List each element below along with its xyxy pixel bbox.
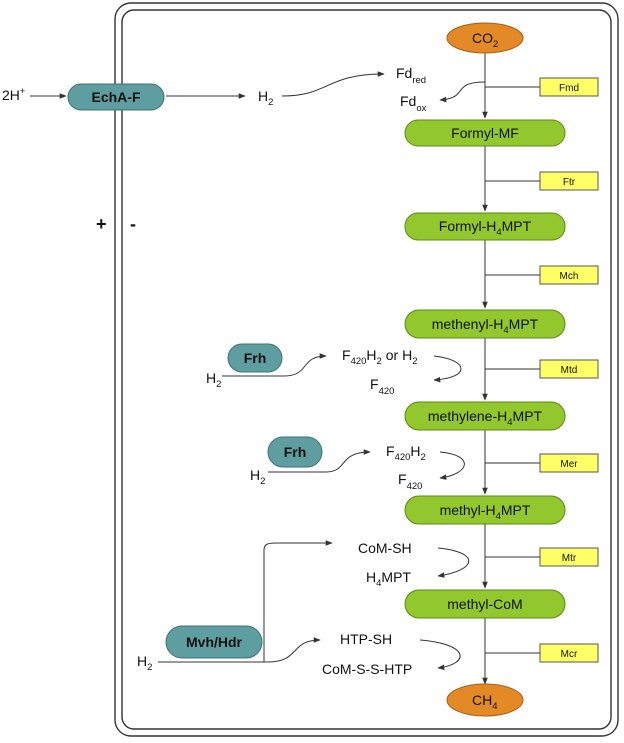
- enzyme-mtd-label: Mtd: [561, 365, 578, 376]
- htp-sh-label: HTP-SH: [340, 631, 392, 647]
- enzyme-mch-box: [539, 265, 599, 285]
- methyl-com-node: [404, 589, 566, 619]
- outside-plus-sign: +: [96, 214, 107, 234]
- enzyme-mtr-label: Mtr: [562, 553, 577, 564]
- formyl-h4mpt-node: [404, 212, 566, 241]
- com-s-s-htp-label: CoM-S-S-HTP: [322, 661, 412, 677]
- mcr-heterodisulfide-curve: [419, 639, 461, 670]
- echa-f-complex: [67, 83, 165, 111]
- enzyme-mcr-box: [539, 643, 599, 663]
- methylene-h4mpt-node: [404, 401, 566, 431]
- frh-2-product-label: F420H2: [386, 443, 426, 463]
- mvh-hdr-label: Mvh/Hdr: [186, 634, 243, 650]
- enzyme-mer-box: [539, 453, 599, 473]
- methenyl-h4mpt-node: [404, 309, 566, 339]
- formyl-mf-node: [404, 119, 566, 147]
- fd-red-label: Fdred: [396, 65, 426, 86]
- enzyme-ftr-label: Ftr: [563, 177, 576, 188]
- fd-ox-label: Fdox: [400, 93, 427, 114]
- fd-reduction-curve: [281, 71, 385, 97]
- enzyme-mer-label: Mer: [560, 459, 578, 470]
- frh-2-h2-label: H2: [250, 467, 265, 487]
- enzyme-fmd-box: [539, 77, 599, 97]
- frh-complex-2: [267, 436, 323, 468]
- frh-2-label: Frh: [284, 444, 307, 460]
- fd-oxidation-curve: [439, 81, 486, 103]
- inside-minus-sign: -: [130, 214, 136, 234]
- ch4-label: CH4: [472, 692, 498, 712]
- co2-node: [446, 22, 524, 54]
- frh-2-reduce-curve: [325, 449, 371, 473]
- mvh-to-com-sh-line: [263, 540, 333, 662]
- frh-2-oxidize-curve: [439, 451, 465, 480]
- co2-label: CO2: [472, 30, 498, 50]
- frh-1-f420-label: F420: [370, 376, 394, 397]
- proton-label: 2H+: [2, 86, 25, 103]
- enzyme-mch-label: Mch: [560, 271, 579, 282]
- com-sh-label: CoM-SH: [358, 540, 412, 556]
- echa-f-label: EchA-F: [92, 89, 141, 105]
- methyl-h4mpt-label: methyl-H4MPT: [440, 502, 531, 522]
- enzyme-fmd-label: Fmd: [559, 83, 579, 94]
- formyl-h4mpt-label: Formyl-H4MPT: [439, 218, 532, 238]
- formyl-mf-label: Formyl-MF: [451, 125, 519, 141]
- h4mpt-label: H4MPT: [366, 569, 411, 589]
- frh-1-product-label: F420H2 or H2: [342, 347, 417, 367]
- enzyme-mtr-box: [539, 547, 599, 567]
- mvh-to-htp-sh-curve: [267, 637, 321, 663]
- mtr-consume-curve: [437, 547, 470, 578]
- frh-1-h2-label: H2: [206, 370, 221, 390]
- methylene-h4mpt-label: methylene-H4MPT: [428, 408, 543, 428]
- cell-membrane-inner: [121, 9, 612, 730]
- h2-top-label: H2: [258, 88, 273, 108]
- frh-1-label: Frh: [244, 350, 267, 366]
- methyl-h4mpt-node: [404, 495, 566, 525]
- cell-membrane-outer: [114, 2, 619, 737]
- enzyme-mtd-box: [539, 359, 599, 379]
- mvh-hdr-complex: [165, 625, 263, 659]
- enzyme-ftr-box: [539, 171, 599, 191]
- ch4-node: [446, 683, 524, 717]
- frh-1-oxidize-curve: [433, 355, 462, 383]
- frh-1-reduce-curve: [283, 353, 327, 377]
- frh-complex-1: [227, 343, 283, 373]
- mvh-h2-label: H2: [137, 653, 152, 673]
- enzyme-mcr-label: Mcr: [561, 649, 578, 660]
- frh-2-f420-label: F420: [398, 471, 422, 492]
- methyl-com-label: methyl-CoM: [447, 596, 522, 612]
- methenyl-h4mpt-label: methenyl-H4MPT: [432, 316, 539, 336]
